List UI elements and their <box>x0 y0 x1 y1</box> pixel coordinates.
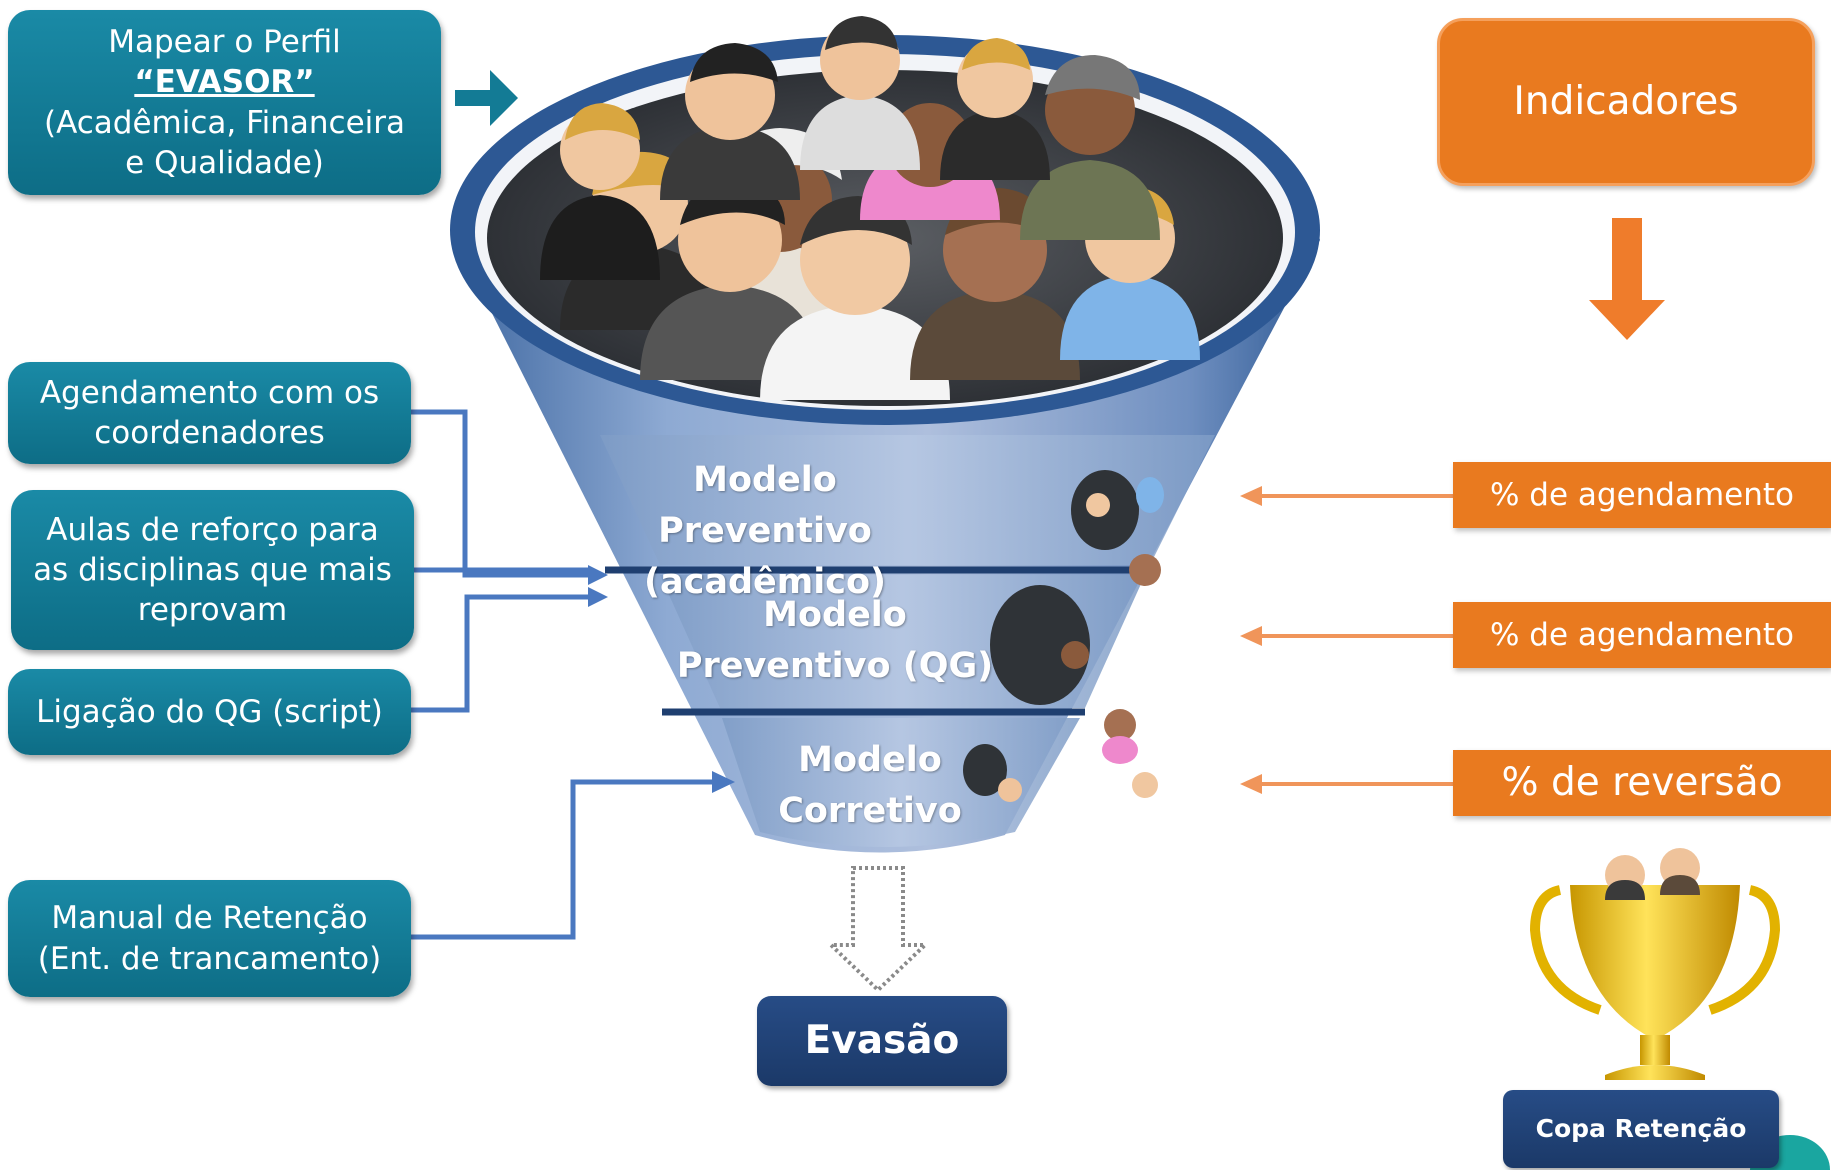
action-box-line: Agendamento com os <box>39 374 380 411</box>
indicator-agendamento-1: % de agendamento <box>1453 462 1831 528</box>
outcome-arrow <box>826 866 930 993</box>
action-box-line: coordenadores <box>94 415 325 451</box>
connector-agendamento <box>410 409 590 578</box>
action-box-line: reprovam <box>137 592 288 629</box>
person-icon <box>540 103 660 280</box>
stage-label-line: Preventivo (QG) <box>676 645 994 686</box>
action-box-aulas: Aulas de reforço para as disciplinas que… <box>11 490 414 650</box>
funnel-band-1 <box>600 435 1215 565</box>
trophy-label: Copa Retenção <box>1503 1090 1779 1168</box>
profile-line-2: “EVASOR” <box>134 64 315 101</box>
indicator-agendamento-2: % de agendamento <box>1453 602 1831 668</box>
action-box-manual: Manual de Retenção (Ent. de trancamento) <box>8 880 411 997</box>
action-box-line: Ligação do QG (script) <box>36 693 383 730</box>
stage-label-line: Modelo Preventivo <box>658 460 872 551</box>
connectors <box>410 409 715 940</box>
profile-line-3: (Acadêmica, Financeira <box>43 104 406 141</box>
stage-label-line: Modelo <box>798 740 942 780</box>
outcome-evasao: Evasão <box>757 996 1007 1086</box>
action-box-ligacao: Ligação do QG (script) <box>8 669 411 755</box>
profile-box: Mapear o Perfil “EVASOR” (Acadêmica, Fin… <box>8 10 441 195</box>
crowd-illustration <box>540 16 1200 400</box>
action-box-agendamento: Agendamento com os coordenadores <box>8 362 411 464</box>
stage-corretivo: Modelo Corretivo <box>760 735 980 837</box>
action-box-line: as disciplinas que mais <box>33 551 392 588</box>
connector-manual <box>410 779 715 940</box>
indicators-down-arrow <box>1589 218 1665 340</box>
profile-arrow <box>455 70 518 126</box>
stage-preventivo-qg: Modelo Preventivo (QG) <box>675 590 995 692</box>
stage-label-line: Modelo <box>763 595 907 635</box>
action-box-line: Manual de Retenção <box>51 900 368 937</box>
indicators-title: Indicadores <box>1437 18 1815 186</box>
profile-line-1: Mapear o Perfil <box>108 23 341 60</box>
connector-arrowheads <box>588 565 735 793</box>
profile-line-4: e Qualidade) <box>125 144 324 181</box>
connector-ligacao <box>410 594 590 713</box>
indicator-reversao: % de reversão <box>1453 750 1831 816</box>
indicator-arrows <box>1255 494 1455 786</box>
person-icon <box>760 196 950 400</box>
action-box-line: (Ent. de trancamento) <box>37 940 382 977</box>
falling-people-illustration <box>963 470 1164 802</box>
person-icon <box>1020 55 1160 240</box>
stage-preventivo-academico: Modelo Preventivo (acadêmico) <box>585 455 945 607</box>
action-box-line: Aulas de reforço para <box>46 511 379 548</box>
person-icon <box>660 43 800 200</box>
person-icon <box>940 38 1050 180</box>
stage-label-line: (acadêmico) <box>643 561 887 602</box>
person-icon <box>800 16 920 170</box>
stage-label-line: Corretivo <box>778 790 962 831</box>
